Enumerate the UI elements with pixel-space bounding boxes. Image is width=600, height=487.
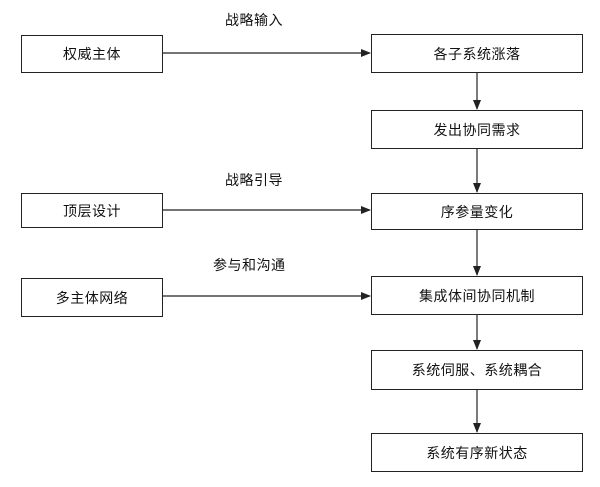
node-multi-agent-network: 多主体网络 — [21, 278, 163, 317]
node-subsystem-fluctuation: 各子系统涨落 — [371, 34, 583, 73]
edge-label-participation: 参与和沟通 — [213, 258, 286, 274]
node-coupling: 系统伺服、系统耦合 — [371, 350, 583, 390]
node-new-state: 系统有序新状态 — [371, 433, 583, 472]
edge-label-strategy-guide: 战略引导 — [225, 173, 283, 189]
node-top-design: 顶层设计 — [21, 193, 163, 228]
node-order-parameter: 序参量变化 — [371, 193, 583, 230]
node-mechanism: 集成体间协同机制 — [371, 276, 583, 315]
node-authority: 权威主体 — [21, 35, 163, 73]
node-demand: 发出协同需求 — [371, 110, 583, 149]
edge-label-strategy-input: 战略输入 — [225, 13, 283, 29]
